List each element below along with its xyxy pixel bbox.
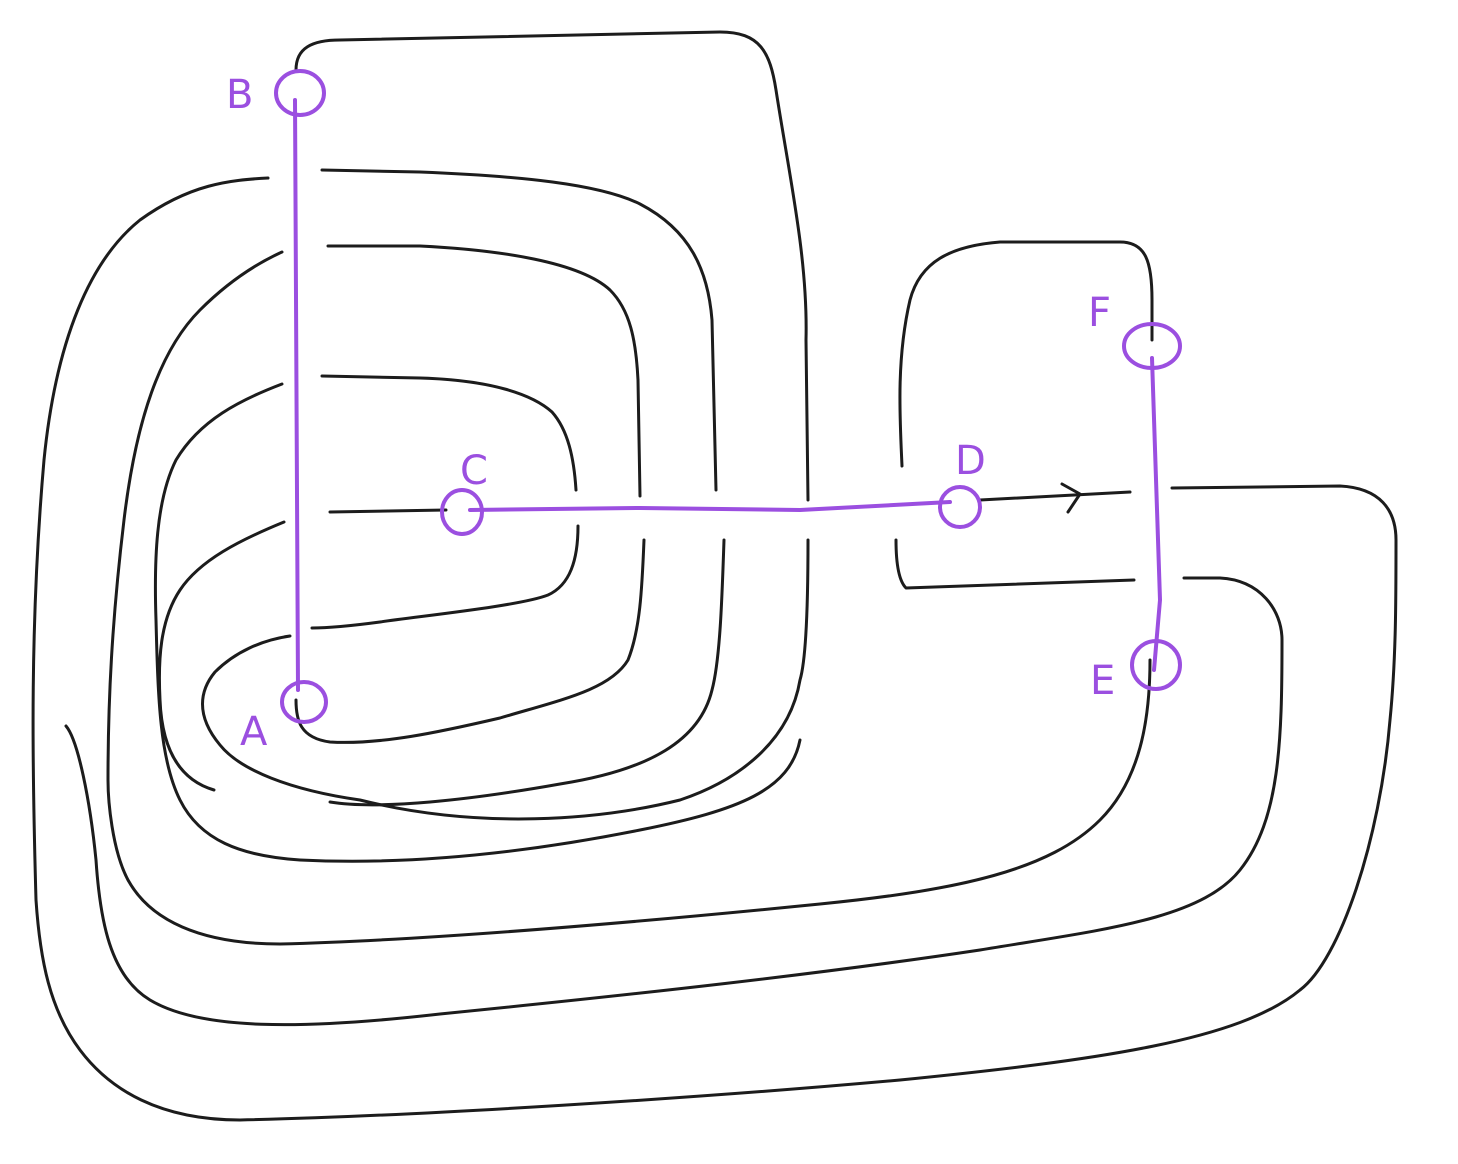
point-d-marker [938,485,982,529]
point-d-label: D [955,438,986,484]
strand-ring-3-bottom [294,538,646,744]
highlight-paths [293,98,1162,692]
point-e-marker [1130,639,1182,691]
strand-ring-2-top [320,168,718,492]
point-e-label: E [1090,658,1115,704]
point-a-label: A [240,709,268,755]
strand-ring-2-bottom [328,538,726,807]
point-c-label: C [460,448,488,494]
knot-strands [31,30,1398,1122]
arrow-right-icon [1060,482,1082,514]
point-f-label: F [1088,290,1111,336]
point-markers [274,69,1182,724]
strand-ring-4-top [320,374,578,492]
strand-right-small-loop [898,240,1154,468]
point-f-marker [1122,322,1182,370]
strand-below-d [894,538,1136,590]
point-b-label: B [226,72,253,118]
strand-ring-6 [157,520,286,792]
strand-ring-4-bottom [310,524,580,630]
point-c-marker [440,488,484,536]
strand-top-loop-down [201,538,810,821]
strand-right-loop [31,176,1398,1122]
path-b-to-a [293,98,300,692]
strand-horizontal-left [328,508,448,514]
strand-ring-3-top [326,244,642,498]
strand-ring-5 [153,382,802,863]
path-c-to-d [468,500,952,512]
strand-top-loop [294,30,810,502]
point-a-marker [280,680,328,724]
strand-right-lower-loop [64,576,1284,1027]
path-f-to-e [1150,356,1162,672]
point-b-marker [274,69,326,117]
strand-e-loop [106,250,1152,946]
point-labels: A B C D E F [226,72,1115,755]
strand-horizontal-right [978,490,1132,502]
